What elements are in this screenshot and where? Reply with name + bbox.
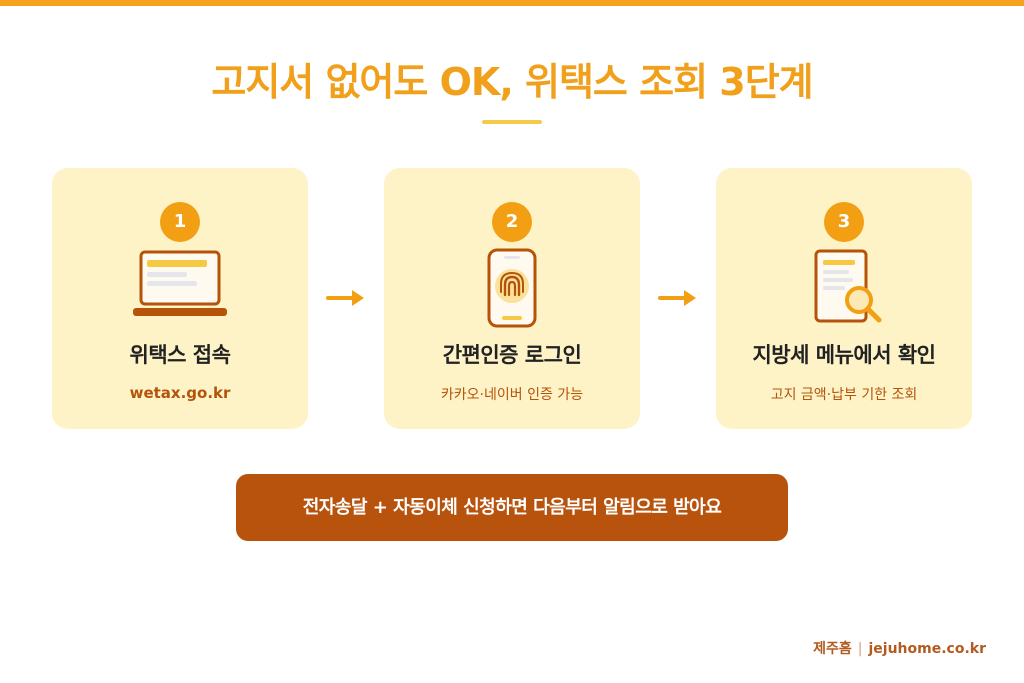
step-number-badge: 2	[492, 202, 532, 242]
cta-banner: 전자송달 + 자동이체 신청하면 다음부터 알림으로 받아요	[236, 474, 788, 541]
step-title: 지방세 메뉴에서 확인	[752, 343, 936, 367]
arrow-right-icon	[658, 290, 696, 306]
footer-credit: 제주홈 | jejuhome.co.kr	[813, 638, 986, 658]
arrow-right-icon	[326, 290, 364, 306]
footer-brand: 제주홈	[813, 641, 852, 657]
step-card-3: 3 지방세 메뉴에서 확인 고지 금액·납부 기한 조회	[716, 168, 972, 429]
laptop-icon	[133, 250, 227, 316]
title-underline	[482, 120, 542, 124]
page-title: 고지서 없어도 OK, 위택스 조회 3단계	[211, 60, 813, 104]
step-card-1: 1 위택스 접속 wetax.go.kr	[52, 168, 308, 429]
step-title: 간편인증 로그인	[442, 343, 582, 367]
phone-fingerprint-icon	[487, 248, 537, 328]
step-number-badge: 3	[824, 202, 864, 242]
footer-separator: |	[857, 641, 863, 657]
step-subtitle: wetax.go.kr	[129, 384, 231, 402]
document-search-icon	[814, 249, 882, 323]
top-accent-bar	[0, 0, 1024, 6]
step-number-badge: 1	[160, 202, 200, 242]
step-subtitle: 카카오·네이버 인증 가능	[440, 387, 584, 403]
footer-site-link[interactable]: jejuhome.co.kr	[868, 641, 987, 657]
step-title: 위택스 접속	[129, 343, 231, 367]
step-card-2: 2 간편인증 로그인 카카오·네이버 인증 가능	[384, 168, 640, 429]
step-subtitle: 고지 금액·납부 기한 조회	[770, 387, 918, 403]
